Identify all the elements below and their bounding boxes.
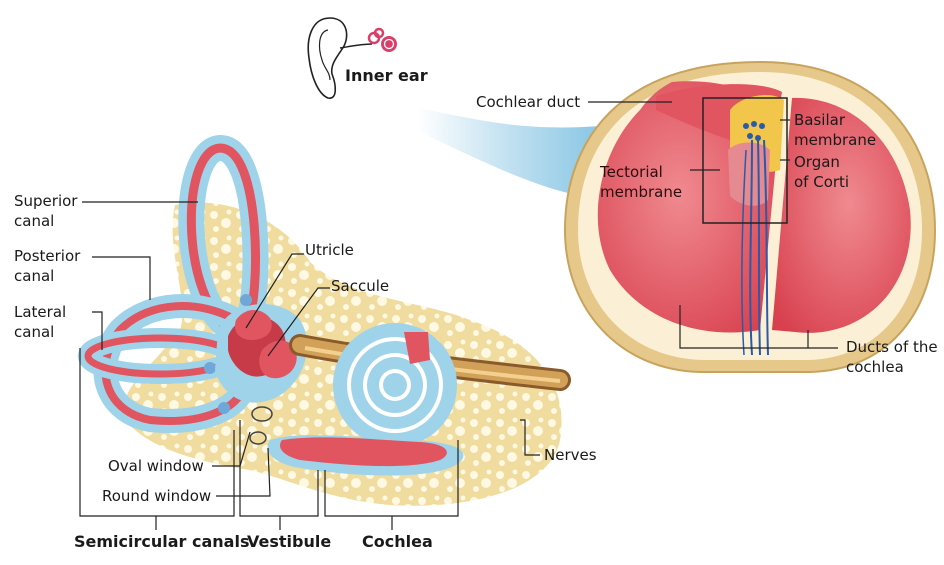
utricle-sac — [234, 309, 272, 340]
label-cochlear-duct: Cochlear duct — [476, 93, 581, 111]
inset-inner-ear-icon — [367, 27, 397, 52]
cochlear-nerve-fibers — [741, 139, 769, 356]
label-posterior-canal: Posterior canal — [14, 247, 81, 285]
label-superior-canal: Superior canal — [14, 192, 78, 230]
outer-ear-icon — [307, 17, 397, 99]
label-saccule: Saccule — [331, 277, 390, 295]
vestibule-chamber — [215, 303, 308, 403]
cochlea-spiral — [333, 323, 457, 447]
label-tectorial-membrane: Tectorial membrane — [600, 163, 683, 201]
label-oval-window: Oval window — [108, 457, 204, 475]
group-label-vestibule: Vestibule — [247, 532, 332, 551]
saccule-sac — [259, 340, 297, 379]
leader-lines — [79, 101, 838, 530]
label-organ-of-corti: Organ of Corti — [794, 153, 850, 191]
group-label-cochlea: Cochlea — [362, 532, 433, 551]
label-basilar-membrane: Basilar membrane — [794, 111, 877, 149]
label-round-window: Round window — [102, 487, 212, 505]
group-label-semicircular-canals: Semicircular canals — [74, 532, 250, 551]
cochlea-duct-base — [267, 435, 464, 476]
label-ducts-of-cochlea: Ducts of the cochlea — [846, 338, 938, 376]
ampulla-markers — [204, 294, 252, 414]
magnification-beam — [418, 108, 612, 200]
cochlea-cross-section — [563, 60, 937, 373]
label-lateral-canal: Lateral canal — [14, 303, 67, 341]
organ-of-corti-hair-cells — [743, 121, 765, 141]
inset-label: Inner ear — [345, 66, 428, 85]
window-shapes — [249, 406, 273, 445]
superior-canal — [178, 134, 269, 343]
label-utricle: Utricle — [305, 241, 354, 259]
label-nerves: Nerves — [544, 446, 597, 464]
